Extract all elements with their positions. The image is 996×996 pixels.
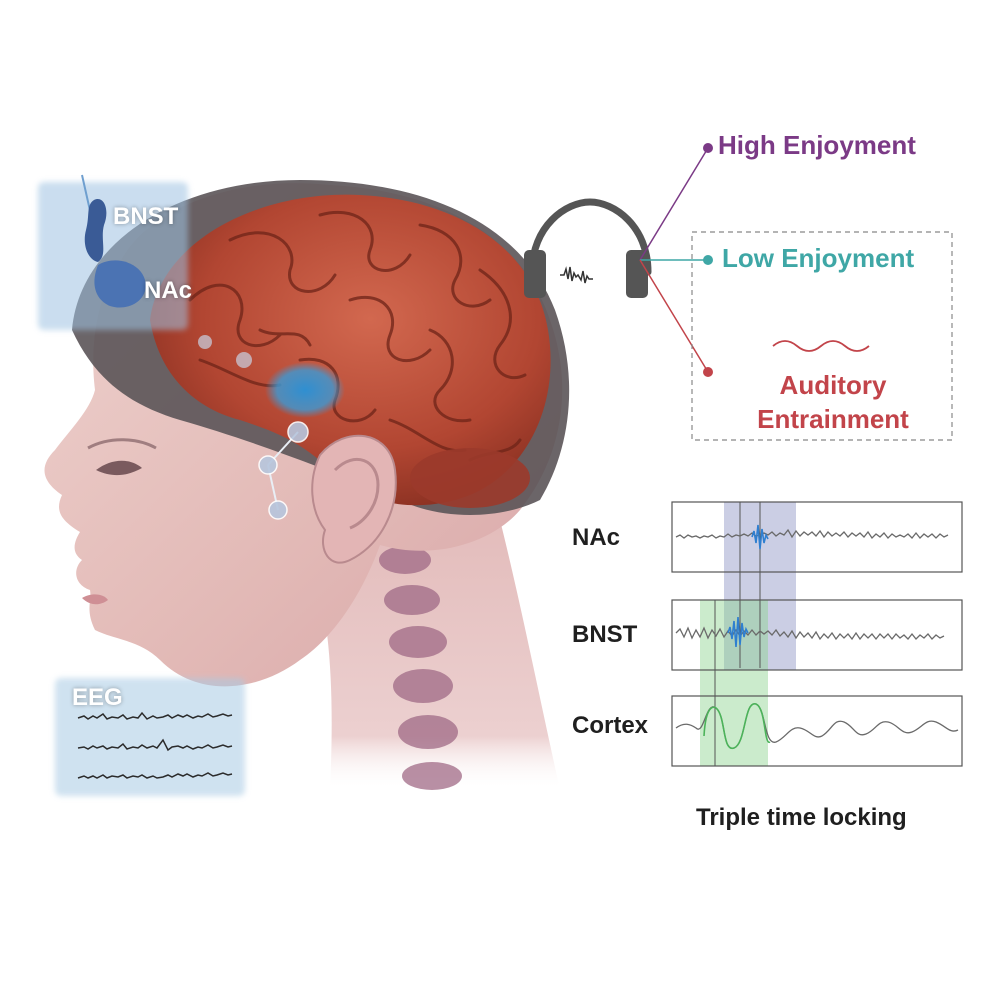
bnst-shape-icon [84, 199, 107, 262]
trace-panels [671, 501, 963, 767]
eeg-inset [55, 678, 245, 796]
low-vs-entrainment-box [691, 231, 953, 441]
cortex-burst [703, 703, 771, 749]
spine-icon [379, 546, 462, 790]
sound-wave-icon [560, 266, 593, 284]
bnst-inset-label: BNST [113, 203, 179, 230]
eeg-trace-2 [77, 738, 233, 752]
condition-branches [639, 143, 713, 377]
eeg-label: EEG [72, 684, 123, 711]
nac-trace-label: NAc [572, 524, 621, 551]
lips [82, 594, 108, 605]
nac-trace-panel [671, 501, 963, 573]
nac-shape-icon [94, 260, 146, 308]
low-enjoyment-label: Low Enjoyment [722, 243, 915, 273]
cortex-trace-panel [671, 695, 963, 767]
cortex-trace-label: Cortex [572, 712, 649, 739]
electrode-contacts [198, 335, 309, 520]
bnst-burst [727, 616, 749, 648]
nac-trace [675, 528, 949, 540]
eeg-trace-3 [77, 772, 233, 779]
nac-burst [751, 524, 769, 550]
head-illustration [38, 174, 570, 796]
high-enjoyment-label: High Enjoyment [718, 130, 916, 160]
auditory-entrainment-label: Auditory Entrainment [742, 368, 924, 436]
nac-inset-label: NAc [144, 277, 193, 304]
deep-structure-inset [38, 174, 188, 330]
headphones-icon [524, 198, 652, 298]
entrainment-wave-icon [772, 340, 870, 352]
triple-time-locking-caption: Triple time locking [696, 804, 907, 831]
eyebrow [87, 438, 157, 450]
eye [96, 460, 142, 476]
bnst-trace-label: BNST [572, 621, 638, 648]
bnst-trace-panel [671, 599, 963, 671]
eeg-trace-1 [77, 711, 233, 720]
cerebellum [410, 448, 530, 508]
entrainment-line-2: Entrainment [757, 404, 909, 434]
brain [150, 194, 551, 506]
entrainment-line-1: Auditory [779, 370, 887, 400]
deep-brain-region [265, 362, 345, 418]
bnst-trace [675, 626, 945, 641]
ear [311, 434, 397, 564]
